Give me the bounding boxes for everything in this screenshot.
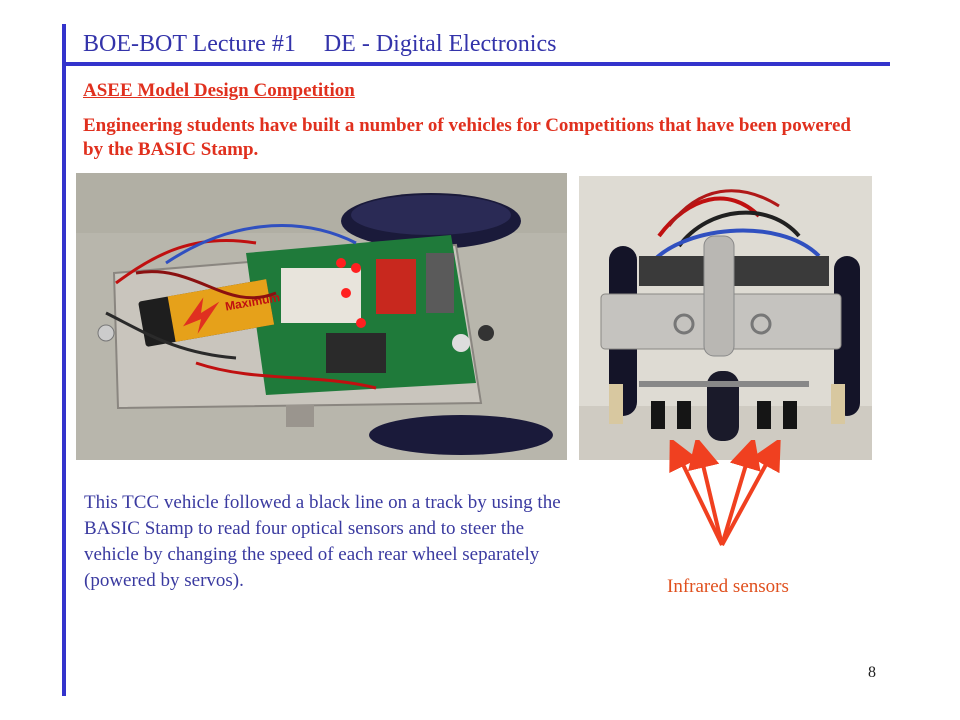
slide-subtitle: ASEE Model Design Competition: [83, 80, 355, 101]
description-paragraph: This TCC vehicle followed a black line o…: [84, 492, 561, 591]
slide-header: BOE-BOT Lecture #1 DE - Digital Electroni…: [83, 31, 556, 58]
sensor-caption: Infrared sensors: [667, 576, 789, 597]
robot-top-view-photo: Maximum: [76, 173, 567, 460]
lecture-title: BOE-BOT Lecture #1: [83, 31, 296, 57]
vertical-accent-bar: [62, 24, 66, 696]
course-topic: DE - Digital Electronics: [323, 31, 557, 57]
intro-paragraph: Engineering students have built a number…: [83, 115, 851, 160]
robot-front-view-photo: [579, 176, 872, 460]
header-rule: [62, 62, 890, 66]
page-number: 8: [868, 664, 876, 681]
sensor-pointer-arrows: [669, 440, 781, 546]
